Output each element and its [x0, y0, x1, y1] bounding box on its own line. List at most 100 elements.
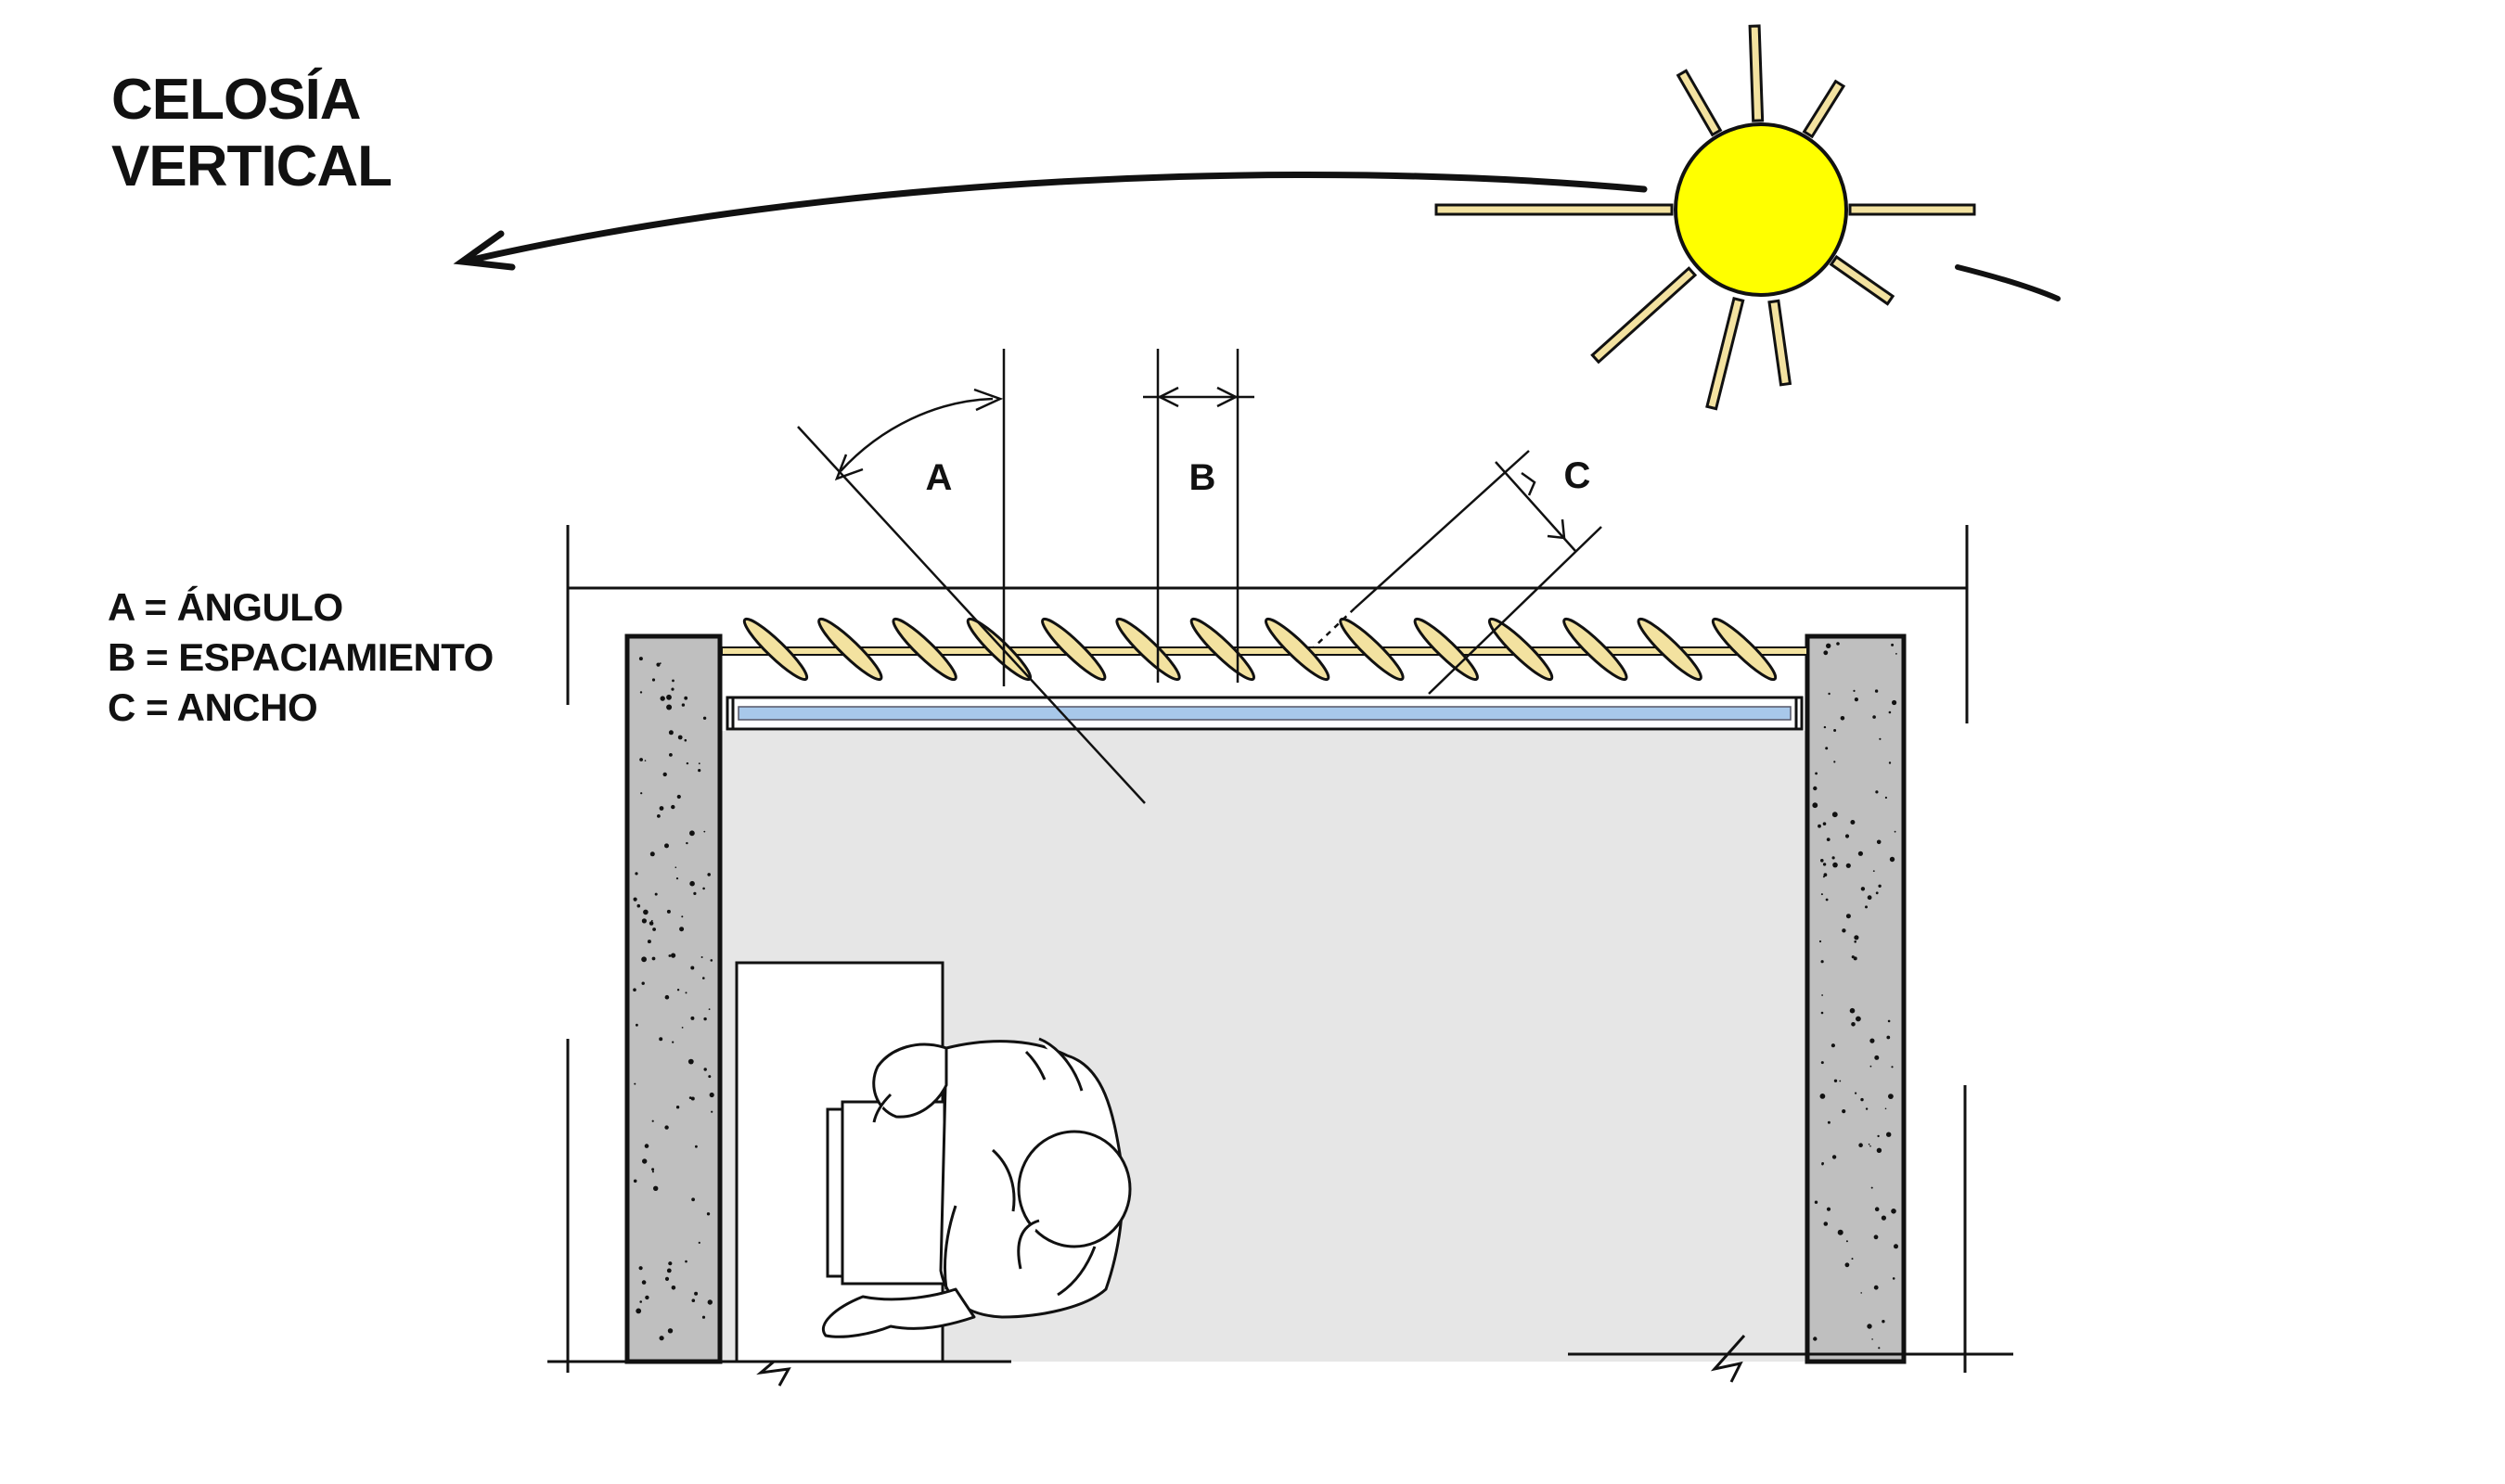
- concrete-speckle: [651, 1168, 655, 1171]
- concrete-speckle: [659, 1336, 664, 1341]
- concrete-speckle: [666, 704, 673, 710]
- concrete-speckle: [647, 940, 651, 944]
- left-wall: [624, 633, 723, 1364]
- concrete-speckle: [1873, 1285, 1879, 1290]
- concrete-speckle: [654, 892, 658, 896]
- concrete-speckle: [1892, 1277, 1895, 1280]
- concrete-speckle: [1842, 1109, 1846, 1114]
- concrete-speckle: [681, 703, 686, 707]
- concrete-speckle: [666, 694, 672, 700]
- concrete-speckle: [695, 1145, 698, 1148]
- sun-icon: [1434, 24, 1976, 411]
- spacing-dimension: [1143, 349, 1254, 683]
- concrete-speckle: [659, 662, 662, 664]
- concrete-speckle: [1886, 1035, 1891, 1040]
- concrete-speckle: [693, 891, 697, 896]
- concrete-speckle: [698, 769, 701, 773]
- legend-item-spacing: B = ESPACIAMIENTO: [108, 635, 494, 679]
- concrete-speckle: [664, 994, 670, 1000]
- sun-ray: [1829, 254, 1895, 306]
- concrete-speckle: [1887, 1019, 1891, 1023]
- concrete-speckle: [1879, 737, 1882, 740]
- louver-blade: [1115, 617, 1181, 682]
- concrete-speckle: [651, 956, 656, 961]
- concrete-speckle: [656, 662, 661, 667]
- concrete-speckle: [635, 872, 638, 876]
- louver-blade: [892, 617, 957, 682]
- concrete-speckle: [677, 735, 683, 740]
- concrete-speckle: [1836, 642, 1840, 646]
- concrete-speckle: [1819, 1094, 1826, 1099]
- concrete-speckle: [1876, 839, 1882, 845]
- concrete-speckle: [636, 1023, 638, 1027]
- concrete-speckle: [1845, 1240, 1848, 1243]
- concrete-speckle: [681, 1027, 684, 1029]
- concrete-speckle: [1882, 1320, 1885, 1324]
- concrete-speckle: [1877, 1134, 1880, 1138]
- concrete-speckle: [1867, 1324, 1872, 1329]
- concrete-speckle: [649, 921, 654, 926]
- concrete-speckle: [1849, 1007, 1856, 1014]
- concrete-speckle: [674, 866, 677, 868]
- concrete-speckle: [709, 1092, 714, 1098]
- concrete-speckle: [1854, 697, 1858, 702]
- legend-item-width: C = ANCHO: [108, 685, 318, 729]
- concrete-speckle: [1872, 715, 1876, 719]
- concrete-speckle: [1825, 747, 1829, 750]
- concrete-speckle: [684, 738, 687, 742]
- right-wall: [1805, 633, 1907, 1364]
- concrete-speckle: [1884, 1107, 1887, 1110]
- concrete-speckle: [1823, 650, 1829, 656]
- concrete-speckle: [649, 851, 655, 857]
- louver-blade: [1339, 617, 1405, 682]
- louver-blade: [817, 617, 883, 682]
- concrete-speckle: [701, 1315, 706, 1319]
- concrete-speckle: [1832, 862, 1838, 868]
- width-dimension: [1313, 450, 1602, 695]
- concrete-speckle: [1822, 863, 1827, 866]
- concrete-speckle: [675, 1106, 680, 1109]
- concrete-speckle: [1815, 772, 1818, 775]
- concrete-speckle: [639, 758, 643, 761]
- concrete-speckle: [1871, 1338, 1873, 1340]
- concrete-speckle: [1845, 914, 1851, 919]
- concrete-speckle: [653, 1185, 659, 1192]
- concrete-speckle: [641, 1280, 647, 1285]
- label-spacing: B: [1189, 457, 1216, 498]
- concrete-speckle: [1813, 786, 1818, 791]
- concrete-speckle: [1875, 790, 1879, 794]
- louver-blade: [1711, 617, 1778, 682]
- concrete-speckle: [640, 792, 643, 795]
- concrete-speckle: [686, 841, 688, 845]
- concrete-speckle: [657, 814, 661, 818]
- concrete-speckle: [1826, 838, 1831, 841]
- concrete-speckle: [668, 954, 672, 957]
- concrete-speckle: [691, 1197, 695, 1202]
- concrete-speckle: [1874, 1055, 1880, 1060]
- concrete-speckle: [652, 928, 656, 931]
- concrete-speckle: [1872, 870, 1875, 872]
- concrete-speckle: [1820, 859, 1824, 863]
- concrete-speckle: [698, 762, 700, 765]
- concrete-speckle: [1844, 1262, 1850, 1268]
- concrete-speckle: [702, 887, 705, 890]
- concrete-speckle: [1869, 1145, 1871, 1147]
- concrete-speckle: [1860, 887, 1866, 891]
- sun-ray: [1705, 297, 1745, 411]
- concrete-speckle: [645, 1295, 649, 1300]
- concrete-speckle: [1821, 1162, 1824, 1165]
- concrete-speckle: [1833, 729, 1837, 732]
- concrete-speckle: [700, 956, 703, 958]
- concrete-speckle: [639, 691, 643, 694]
- concrete-speckle: [1827, 1120, 1831, 1124]
- concrete-speckle: [651, 678, 656, 682]
- concrete-speckle: [634, 1082, 636, 1085]
- sun-ray: [1590, 266, 1698, 365]
- concrete-speckle: [1856, 1016, 1861, 1022]
- concrete-speckle: [669, 753, 673, 757]
- concrete-speckle: [1891, 1209, 1896, 1214]
- concrete-speckle: [1820, 960, 1824, 964]
- concrete-speckle: [688, 1096, 692, 1099]
- concrete-speckle: [675, 877, 679, 880]
- label-angle: A: [926, 457, 953, 498]
